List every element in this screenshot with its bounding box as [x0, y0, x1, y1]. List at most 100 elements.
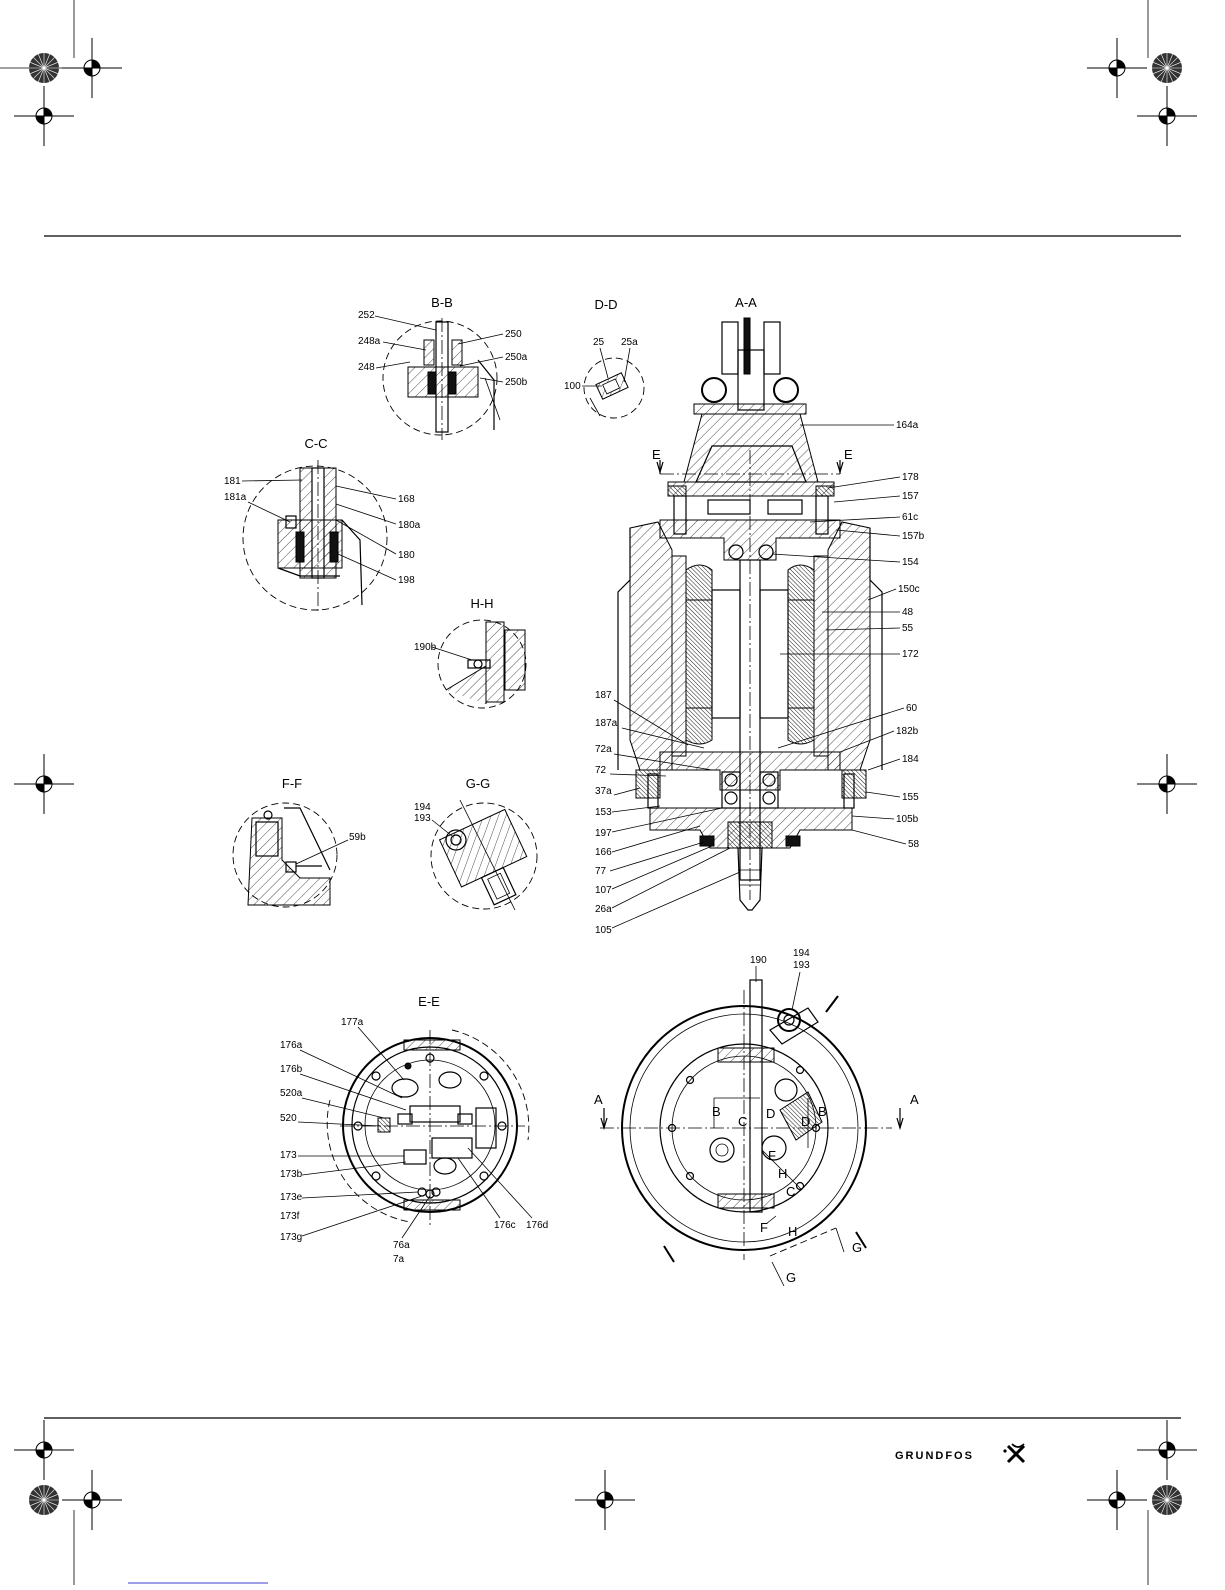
label-173e: 173e: [280, 1192, 303, 1203]
cut-marker-c-2: C: [786, 1184, 795, 1199]
label-252: 252: [358, 310, 375, 321]
label-100: 100: [564, 381, 581, 392]
cut-marker-h-1: H: [778, 1166, 787, 1181]
cut-marker-c-1: C: [738, 1114, 747, 1129]
label-177a: 177a: [341, 1017, 364, 1028]
cut-marker-h-2: H: [788, 1224, 797, 1239]
label-58: 58: [908, 839, 920, 850]
cut-marker-a-left: A: [594, 1092, 603, 1107]
section-title-gg: G-G: [466, 776, 491, 791]
registration-marks: [0, 0, 1198, 1585]
label-76a: 76a: [393, 1240, 410, 1251]
cut-marker-e-right: E: [844, 447, 853, 462]
label-190b: 190b: [414, 642, 437, 653]
label-72a: 72a: [595, 744, 612, 755]
labels-cc: 181 181a 168 180a 180 198: [224, 476, 421, 586]
label-248a: 248a: [358, 336, 381, 347]
label-107: 107: [595, 885, 612, 896]
label-173: 173: [280, 1150, 297, 1161]
label-193-top: 193: [793, 960, 810, 971]
label-26a: 26a: [595, 904, 612, 915]
label-168: 168: [398, 494, 415, 505]
grundfos-logo: GRUNDFOS: [895, 1443, 1026, 1464]
label-60: 60: [906, 703, 918, 714]
label-155: 155: [902, 792, 919, 803]
cut-marker-g-2: G: [852, 1240, 862, 1255]
label-176b: 176b: [280, 1064, 303, 1075]
label-176a: 176a: [280, 1040, 303, 1051]
label-154: 154: [902, 557, 919, 568]
logo-wordmark: GRUNDFOS: [895, 1450, 974, 1462]
label-176c: 176c: [494, 1220, 516, 1231]
top-plan-view: A A B B C C D D F F H H G G: [594, 979, 919, 1287]
cut-marker-g-1: G: [786, 1270, 796, 1285]
detail-bb: B-B: [382, 295, 501, 440]
labels-aa-left: 187 187a 72a 72 37a 153 197 166 77 107 2…: [595, 690, 741, 936]
grundfos-x-icon: [1003, 1443, 1026, 1464]
cut-marker-f-2: F: [760, 1220, 768, 1235]
label-25: 25: [593, 337, 605, 348]
section-title-ee: E-E: [418, 994, 440, 1009]
detail-cc: C-C: [242, 436, 388, 612]
labels-bb: 252 248a 248 250 250a 250b: [358, 310, 528, 388]
label-250a: 250a: [505, 352, 528, 363]
labels-top-view: 190 194 193: [750, 948, 810, 1011]
cut-marker-f-1: F: [768, 1148, 776, 1163]
section-title-dd: D-D: [594, 297, 617, 312]
label-190: 190: [750, 955, 767, 966]
label-176d: 176d: [526, 1220, 548, 1231]
label-180a: 180a: [398, 520, 421, 531]
detail-dd: D-D: [583, 297, 645, 419]
label-182b: 182b: [896, 726, 919, 737]
label-520: 520: [280, 1113, 297, 1124]
label-194: 194: [414, 802, 431, 813]
label-250: 250: [505, 329, 522, 340]
label-178: 178: [902, 472, 919, 483]
label-7a: 7a: [393, 1254, 405, 1265]
label-520a: 520a: [280, 1088, 303, 1099]
label-61c: 61c: [902, 512, 918, 523]
cut-marker-e-left: E: [652, 447, 661, 462]
label-59b: 59b: [349, 832, 366, 843]
label-173b: 173b: [280, 1169, 303, 1180]
label-181: 181: [224, 476, 241, 487]
label-187a: 187a: [595, 718, 618, 729]
cut-marker-d-1: D: [766, 1106, 775, 1121]
section-title-cc: C-C: [304, 436, 327, 451]
detail-ff: F-F 59b: [232, 776, 366, 908]
label-105: 105: [595, 925, 612, 936]
section-ee: E-E: [326, 994, 530, 1225]
labels-ee: 177a 176a 176b 520a 520 173 173b 173e 17…: [280, 1017, 548, 1265]
section-aa: A-A: [617, 295, 883, 911]
labels-aa-right: 164a 178 157 61c 157b 154 150c 48 55 172…: [771, 420, 925, 850]
label-25a: 25a: [621, 337, 638, 348]
label-248: 248: [358, 362, 375, 373]
cut-marker-a-right: A: [910, 1092, 919, 1107]
label-164a: 164a: [896, 420, 919, 431]
section-title-bb: B-B: [431, 295, 453, 310]
cut-marker-d-2: D: [801, 1114, 810, 1129]
label-166: 166: [595, 847, 612, 858]
label-180: 180: [398, 550, 415, 561]
cut-marker-b-left: B: [712, 1104, 721, 1119]
label-193: 193: [414, 813, 431, 824]
section-title-aa: A-A: [735, 295, 757, 310]
label-187: 187: [595, 690, 612, 701]
labels-gg: 194 193: [414, 802, 453, 837]
label-55: 55: [902, 623, 914, 634]
label-197: 197: [595, 828, 612, 839]
label-181a: 181a: [224, 492, 247, 503]
label-198: 198: [398, 575, 415, 586]
cut-marker-b-right: B: [818, 1104, 827, 1119]
label-150c: 150c: [898, 584, 920, 595]
label-77: 77: [595, 866, 607, 877]
label-184: 184: [902, 754, 919, 765]
label-172: 172: [902, 649, 919, 660]
label-105b: 105b: [896, 814, 919, 825]
label-194-top: 194: [793, 948, 810, 959]
label-37a: 37a: [595, 786, 612, 797]
label-250b: 250b: [505, 377, 528, 388]
label-48: 48: [902, 607, 914, 618]
